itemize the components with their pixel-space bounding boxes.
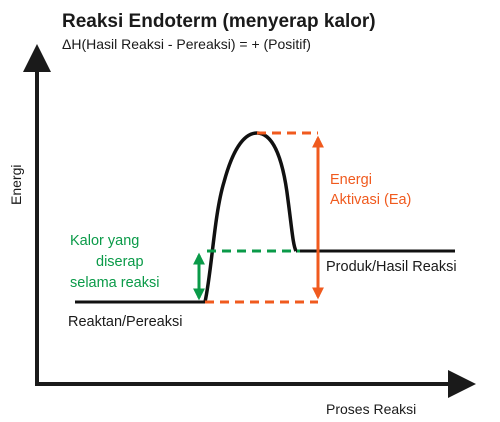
reactant-label: Reaktan/Pereaksi xyxy=(68,314,182,330)
heat-label-line1: Kalor yang xyxy=(70,233,139,249)
diagram-title: Reaksi Endoterm (menyerap kalor) xyxy=(62,11,376,32)
heat-label-line2: diserap xyxy=(96,254,144,270)
product-label: Produk/Hasil Reaksi xyxy=(326,259,457,275)
y-axis-label: Energi xyxy=(8,165,24,205)
diagram-subtitle: ΔH(Hasil Reaksi - Pereaksi) = + (Positif… xyxy=(62,36,311,52)
heat-label-line3: selama reaksi xyxy=(70,275,159,291)
x-axis-label: Proses Reaksi xyxy=(326,401,416,417)
activation-label-line2: Aktivasi (Ea) xyxy=(330,192,411,208)
activation-label-line1: Energi xyxy=(330,172,372,188)
energy-curve xyxy=(203,131,298,303)
